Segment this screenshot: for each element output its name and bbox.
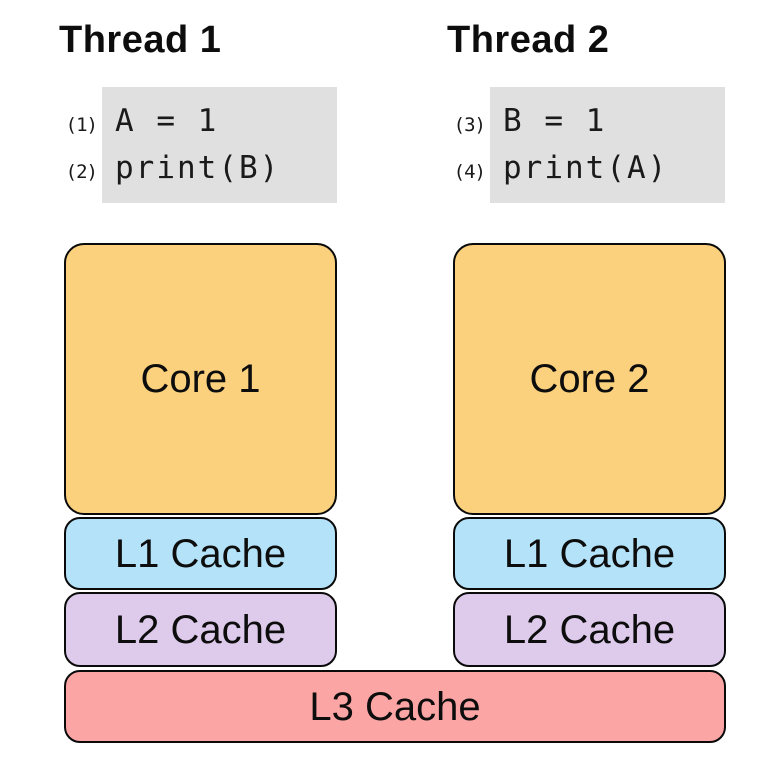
core-1-label: Core 1	[140, 357, 261, 401]
code-line: (4) print(A)	[448, 145, 738, 192]
core-2-l2-cache-box: L2 Cache	[453, 592, 726, 667]
core-2-l1-cache-box: L1 Cache	[453, 517, 726, 590]
line-number: (3)	[453, 114, 486, 136]
core-2-l1-cache-label: L1 Cache	[503, 531, 676, 576]
thread-1-code-background	[102, 87, 337, 203]
code-line: (2) print(B)	[60, 145, 350, 192]
thread-1-title: Thread 1	[59, 19, 222, 61]
thread-2-title: Thread 2	[447, 19, 610, 61]
core-2-l2-cache-label: L2 Cache	[503, 607, 676, 652]
thread-2-code-block: (3) B = 1 (4) print(A)	[448, 87, 738, 203]
core-1-box: Core 1	[64, 243, 337, 515]
core-2-box: Core 2	[453, 243, 726, 515]
code-line: (3) B = 1	[448, 98, 738, 145]
code-text: print(A)	[503, 150, 669, 186]
core-1-l1-cache-label: L1 Cache	[114, 531, 287, 576]
line-number: (2)	[65, 161, 98, 183]
code-text: A = 1	[115, 103, 219, 139]
core-2-label: Core 2	[529, 357, 650, 401]
thread-2-code-background	[490, 87, 725, 203]
thread-1-code-block: (1) A = 1 (2) print(B)	[60, 87, 350, 203]
core-1-l2-cache-label: L2 Cache	[114, 607, 287, 652]
code-text: print(B)	[115, 150, 281, 186]
core-1-l2-cache-box: L2 Cache	[64, 592, 337, 667]
line-number: (4)	[453, 161, 486, 183]
core-1-l1-cache-box: L1 Cache	[64, 517, 337, 590]
shared-l3-cache-box: L3 Cache	[64, 670, 726, 743]
code-text: B = 1	[503, 103, 607, 139]
l3-cache-label: L3 Cache	[309, 684, 481, 729]
line-number: (1)	[65, 114, 98, 136]
code-line: (1) A = 1	[60, 98, 350, 145]
